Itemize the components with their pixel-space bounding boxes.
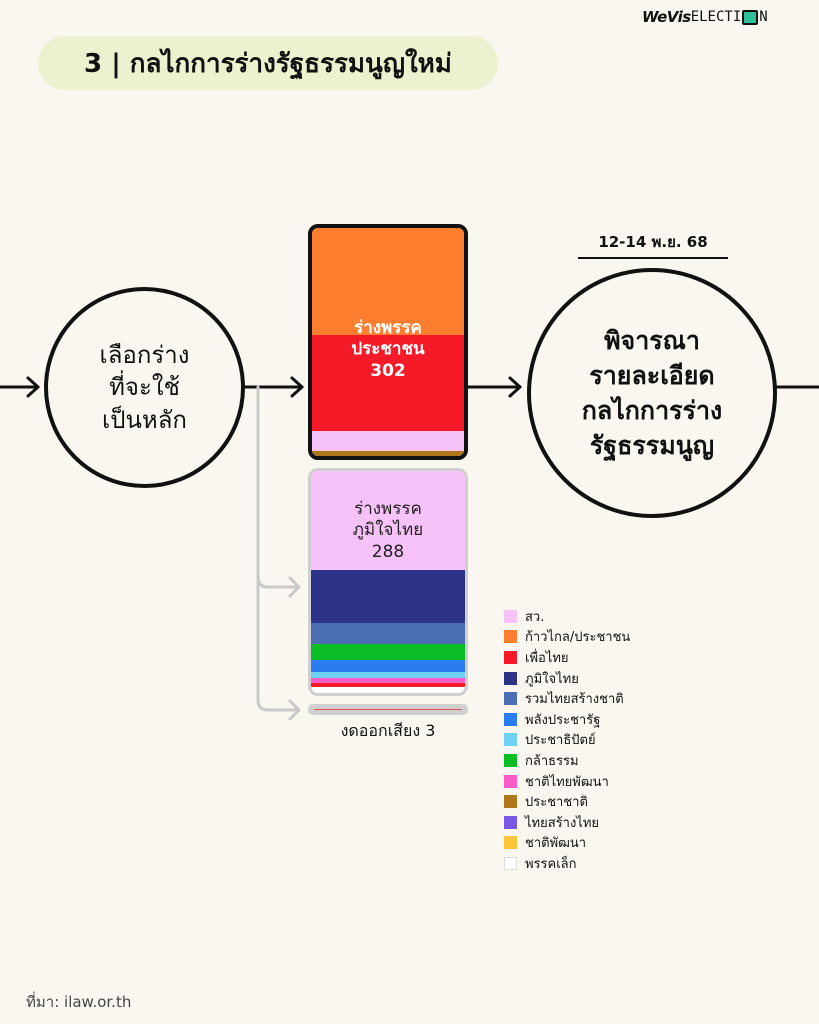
step1-line: เลือกร่าง — [99, 340, 190, 369]
vote-stack-people-draft: ร่างพรรค ประชาชน 302 — [308, 224, 468, 460]
step1-line: เป็นหลัก — [102, 405, 187, 434]
legend-item: กล้าธรรม — [504, 750, 630, 771]
legend-label: พรรคเล็ก — [525, 856, 577, 872]
legend-swatch — [504, 753, 517, 767]
legend-label: กล้าธรรม — [525, 753, 579, 769]
branch-line-abstain — [256, 385, 300, 712]
legend-label: สว. — [525, 609, 545, 625]
vote-segment — [312, 335, 464, 431]
arrow-right-icon — [508, 376, 522, 398]
vote-segment — [311, 682, 465, 687]
legend-label: ชาติพัฒนา — [525, 836, 587, 852]
party-legend: สว. ก้าวไกล/ประชาชนเพื่อไทยภูมิใจไทยรวมไท… — [504, 606, 630, 874]
stack-label-line: ร่างพรรค — [354, 318, 422, 338]
legend-swatch — [504, 733, 517, 747]
legend-label: ไทยสร้างไทย — [525, 815, 600, 831]
legend-item: ชาติไทยพัฒนา — [504, 771, 630, 792]
legend-label: พลังประชารัฐ — [525, 712, 601, 728]
legend-swatch — [504, 671, 517, 685]
legend-label: เพื่อไทย — [525, 650, 569, 666]
vote-count: 288 — [371, 541, 405, 562]
vote-segment — [312, 430, 464, 452]
step1-line: ที่จะใช้ — [109, 373, 180, 402]
step2-line: รัฐธรรมนูญ — [589, 431, 715, 460]
vote-segment — [311, 471, 465, 571]
step2-line: พิจารณา — [604, 326, 700, 355]
step-detail-consideration: พิจารณา รายละเอียด กลไกการร่าง รัฐธรรมนู… — [527, 268, 777, 518]
arrow-right-icon — [288, 699, 301, 721]
vote-stack-bjt-draft: ร่างพรรค ภูมิใจไทย 288 — [308, 468, 468, 696]
legend-label: ประชาชาติ — [525, 795, 588, 811]
legend-swatch — [504, 712, 517, 726]
legend-item: ไทยสร้างไทย — [504, 812, 630, 833]
stack-label: ร่างพรรค ภูมิใจไทย 288 — [311, 499, 465, 563]
abstain-bar — [308, 704, 468, 715]
legend-swatch — [504, 650, 517, 664]
legend-item: พรรคเล็ก — [504, 853, 630, 874]
branch-line-bjt — [256, 575, 300, 589]
step2-line: กลไกการร่าง — [581, 396, 723, 425]
legend-item: เพื่อไทย — [504, 647, 630, 668]
legend-swatch — [504, 815, 517, 829]
vote-segment — [311, 677, 465, 683]
legend-swatch — [504, 692, 517, 706]
legend-swatch — [504, 609, 517, 623]
arrow-right-icon — [26, 376, 40, 398]
vote-segment — [311, 623, 465, 644]
vote-segment — [311, 671, 465, 678]
brand-wevis: WeVis — [642, 8, 691, 26]
legend-label: รวมไทยสร้างชาติ — [525, 692, 624, 708]
source-note: ที่มา: ilaw.or.th — [26, 993, 132, 1011]
brand-election-b: N — [759, 9, 768, 25]
stack-label-line: ร่างพรรค — [354, 499, 422, 519]
vote-segment — [311, 660, 465, 672]
page-title: 3 | กลไกการร่างรัฐธรรมนูญใหม่ — [38, 36, 498, 90]
legend-swatch — [504, 836, 517, 850]
legend-item: รวมไทยสร้างชาติ — [504, 688, 630, 709]
stack-label-line: ภูมิใจไทย — [352, 520, 424, 541]
arrow-right-icon — [290, 376, 304, 398]
stack-label: ร่างพรรค ประชาชน 302 — [312, 318, 464, 382]
legend-swatch — [504, 774, 517, 788]
legend-label: ชาติไทยพัฒนา — [525, 774, 609, 790]
ballot-box-icon — [742, 9, 759, 25]
step2-date: 12-14 พ.ย. 68 — [578, 230, 728, 259]
vote-segment — [312, 451, 464, 456]
legend-swatch — [504, 856, 517, 870]
brand-election-a: ELECTI — [690, 9, 742, 25]
brand-logo: WeVis ELECTI N — [642, 8, 768, 26]
legend-swatch — [504, 795, 517, 809]
legend-item: พลังประชารัฐ — [504, 709, 630, 730]
legend-label: ก้าวไกล/ประชาชน — [525, 630, 631, 646]
legend-item: ภูมิใจไทย — [504, 668, 630, 689]
vote-segment — [312, 228, 464, 336]
legend-swatch — [504, 630, 517, 644]
legend-item: สว. — [504, 606, 630, 627]
legend-item: ชาติพัฒนา — [504, 833, 630, 854]
legend-item: ประชาธิปัตย์ — [504, 730, 630, 751]
legend-label: ประชาธิปัตย์ — [525, 733, 596, 749]
arrow-right-icon — [288, 576, 301, 598]
vote-count: 302 — [370, 360, 406, 381]
vote-segment — [311, 643, 465, 660]
legend-item: ประชาชาติ — [504, 791, 630, 812]
stack-label-line: ประชาชน — [351, 339, 425, 360]
abstain-label: งดออกเสียง 3 — [340, 721, 436, 740]
step2-line: รายละเอียด — [589, 361, 715, 390]
legend-label: ภูมิใจไทย — [525, 671, 579, 687]
step-choose-main-draft: เลือกร่าง ที่จะใช้ เป็นหลัก — [44, 287, 245, 488]
legend-item: ก้าวไกล/ประชาชน — [504, 627, 630, 648]
vote-segment — [311, 570, 465, 624]
